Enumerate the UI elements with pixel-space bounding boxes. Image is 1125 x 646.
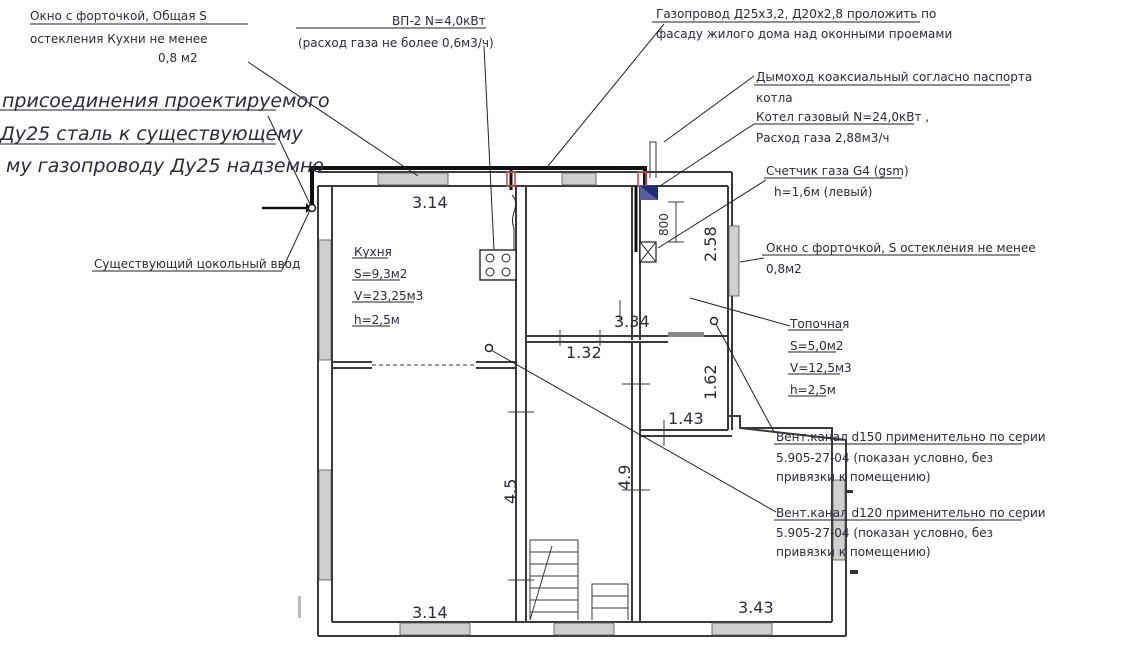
annotation-connection: присоединения проектируемого Ду25 сталь … <box>0 90 330 177</box>
gas-cap-stove <box>506 171 516 187</box>
window-bottom-mid <box>553 622 615 636</box>
room-area: S=9,3м2 <box>354 267 407 281</box>
room-height: h=2,5м <box>790 383 836 397</box>
annotation-text: остекления Кухни не менее <box>30 32 208 46</box>
partition-corridor <box>631 342 641 622</box>
dimension-ticks <box>508 300 665 581</box>
annotation-boiler: Котел газовый N=24,0кВт , Расход газа 2,… <box>756 110 929 145</box>
annotation-text: (расход газа не более 0,6м3/ч) <box>298 36 494 50</box>
outer-left-wall <box>317 186 333 636</box>
vent-d150-icon <box>709 316 719 326</box>
annotation-text: 0,8м2 <box>766 262 802 276</box>
dimension-kitchen-top: 3.14 <box>412 193 448 212</box>
dimension-meter-height: 800 <box>657 213 671 236</box>
stove-feed-line <box>511 194 517 252</box>
window-bottom-left <box>399 622 471 636</box>
annotation-underlines <box>0 21 1022 521</box>
partition-kitchen-lower <box>332 361 516 369</box>
annotation-vent120: Вент.канал d120 применительно по серии 5… <box>776 506 1046 559</box>
room-height: h=2,5м <box>354 313 400 327</box>
annotation-text: Ду25 сталь к существующему <box>0 123 304 145</box>
annotation-text: 5.905-27-04 (показан условно, без <box>776 526 993 540</box>
dimension-labels: 3.14 3.34 2.58 1.32 1.62 1.43 4.5 4.9 3.… <box>412 193 774 622</box>
annotation-text: Дымоход коаксиальный согласно паспорта <box>756 70 1032 84</box>
dimension-bath-width: 1.43 <box>668 409 704 428</box>
partition-kitchen-room <box>515 186 527 622</box>
dimension-corridor-right: 4.9 <box>615 465 634 490</box>
vent-d120-icon <box>484 343 494 353</box>
scan-marks <box>298 490 858 618</box>
gas-pipeline <box>262 166 647 252</box>
room-label-boiler: Топочная S=5,0м2 V=12,5м3 h=2,5м <box>789 317 852 397</box>
floor-plan-walls <box>317 171 847 637</box>
annotation-text: ВП-2 N=4,0кВт <box>392 14 486 28</box>
annotation-text: присоединения проектируемого <box>2 90 330 112</box>
gas-meter-icon <box>639 241 657 263</box>
annotation-text: Расход газа 2,88м3/ч <box>756 131 890 145</box>
room-label-kitchen: Кухня S=9,3м2 V=23,25м3 h=2,5м <box>354 245 423 327</box>
room-name: Топочная <box>789 317 849 331</box>
meter-height-dimension <box>668 201 684 243</box>
annotation-text: привязки к помещению) <box>776 470 931 484</box>
annotation-text: 5.905-27-04 (показан условно, без <box>776 451 993 465</box>
gas-pipe-main <box>310 166 647 208</box>
dimension-bath-height: 1.62 <box>701 364 720 400</box>
annotation-text: 0,8 м2 <box>158 51 198 65</box>
room-name: Кухня <box>354 245 392 259</box>
annotation-vent150: Вент.канал d150 применительно по серии 5… <box>776 430 1046 484</box>
annotation-text: h=1,6м (левый) <box>774 185 872 199</box>
window-left-lower <box>318 469 332 581</box>
partition-bath-bottom <box>640 429 732 437</box>
partition-room-boiler <box>631 186 641 340</box>
annotation-text: Вент.канал d150 применительно по серии <box>776 430 1046 444</box>
annotation-inlet: Существующий цокольный ввод <box>94 257 300 271</box>
annotation-gas-pipe: Газопровод Д25х3,2, Д20х2,8 проложить по… <box>656 7 952 41</box>
outer-bottom-wall <box>318 621 846 637</box>
outer-top-wall <box>318 171 732 187</box>
window-left-upper <box>318 239 332 361</box>
gas-stove-icon <box>479 249 517 281</box>
room-volume: V=12,5м3 <box>790 361 852 375</box>
leader-lines <box>247 23 791 513</box>
annotation-text: му газопроводу Ду25 надземно <box>6 155 324 177</box>
window-top-room <box>561 172 597 186</box>
annotation-text: Окно с форточкой, S остекления не менее <box>766 241 1036 255</box>
room-volume: V=23,25м3 <box>354 289 423 303</box>
annotation-text: фасаду жилого дома над оконными проемами <box>656 27 952 41</box>
window-bottom-right <box>711 622 773 636</box>
annotation-text: привязки к помещению) <box>776 545 931 559</box>
annotation-window-kitchen: Окно с форточкой, Общая S остекления Кух… <box>30 9 208 65</box>
vent-channels <box>484 316 719 353</box>
gas-pipe-inlet-node <box>307 203 317 213</box>
dimension-hall: 1.32 <box>566 343 602 362</box>
room-area: S=5,0м2 <box>790 339 843 353</box>
windows <box>318 172 846 636</box>
window-right-boiler <box>728 225 740 297</box>
dimension-corridor-left: 4.5 <box>501 479 520 504</box>
annotation-text: Газопровод Д25х3,2, Д20х2,8 проложить по <box>656 7 936 21</box>
annotation-text: Окно с форточкой, Общая S <box>30 9 207 23</box>
annotation-text: котла <box>756 91 793 105</box>
dimension-boiler-room: 2.58 <box>701 226 720 262</box>
annotation-stove: ВП-2 N=4,0кВт (расход газа не более 0,6м… <box>298 14 494 50</box>
window-top-kitchen <box>377 172 449 186</box>
annotation-window-boiler: Окно с форточкой, S остекления не менее … <box>766 241 1036 276</box>
dimension-bottom-right: 3.43 <box>738 598 774 617</box>
annotation-text: Счетчик газа G4 (gsm) <box>766 164 909 178</box>
right-wing-top <box>739 427 847 441</box>
dimension-bottom-left: 3.14 <box>412 603 448 622</box>
annotation-flue: Дымоход коаксиальный согласно паспорта к… <box>756 70 1032 105</box>
dimension-room: 3.34 <box>614 312 650 331</box>
stairs <box>529 539 629 621</box>
annotation-text: Вент.канал d120 применительно по серии <box>776 506 1046 520</box>
annotation-meter: Счетчик газа G4 (gsm) h=1,6м (левый) <box>766 164 909 199</box>
boiler-room-door <box>668 332 704 337</box>
annotation-text: Котел газовый N=24,0кВт , <box>756 110 929 124</box>
boiler-icon <box>640 141 658 200</box>
